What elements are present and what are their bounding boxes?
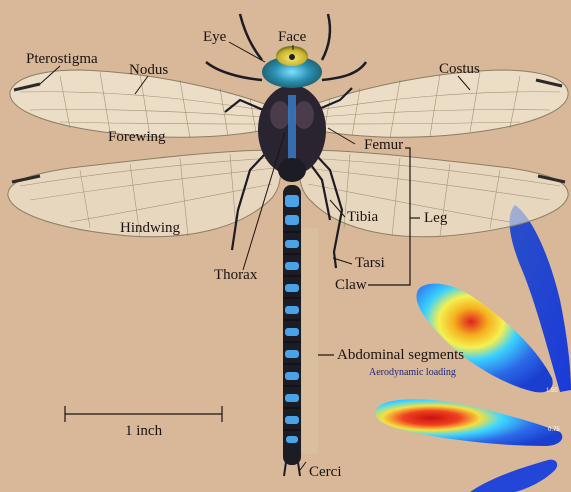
label-face: Face (278, 30, 306, 45)
label-cerci: Cerci (309, 465, 341, 480)
label-tarsi: Tarsi (355, 256, 385, 271)
label-thorax: Thorax (214, 268, 257, 283)
scale-bar-line (65, 406, 222, 422)
forewing-right (305, 70, 568, 137)
label-leg: Leg (424, 211, 447, 226)
abdominal-bracket (302, 228, 334, 454)
label-abdominal-segments: Abdominal segments (337, 348, 464, 363)
svg-text:0.75: 0.75 (548, 427, 560, 433)
label-scale-bar: 1 inch (125, 424, 162, 439)
svg-text:1.50: 1.50 (546, 388, 558, 394)
label-pterostigma: Pterostigma (26, 52, 98, 67)
head-shape (206, 14, 366, 88)
heatmap-wing-bottom (470, 460, 557, 492)
label-hindwing: Hindwing (120, 221, 180, 236)
heatmap-wing-lower (375, 399, 562, 446)
label-femur: Femur (364, 138, 403, 153)
label-costus: Costus (439, 62, 480, 77)
label-forewing: Forewing (108, 130, 166, 145)
abdomen (283, 185, 301, 476)
label-eye: Eye (203, 30, 226, 45)
label-nodus: Nodus (129, 63, 168, 78)
label-claw: Claw (335, 278, 367, 293)
label-tibia: Tibia (347, 210, 378, 225)
label-aerodynamic-loading: Aerodynamic loading (369, 368, 456, 378)
